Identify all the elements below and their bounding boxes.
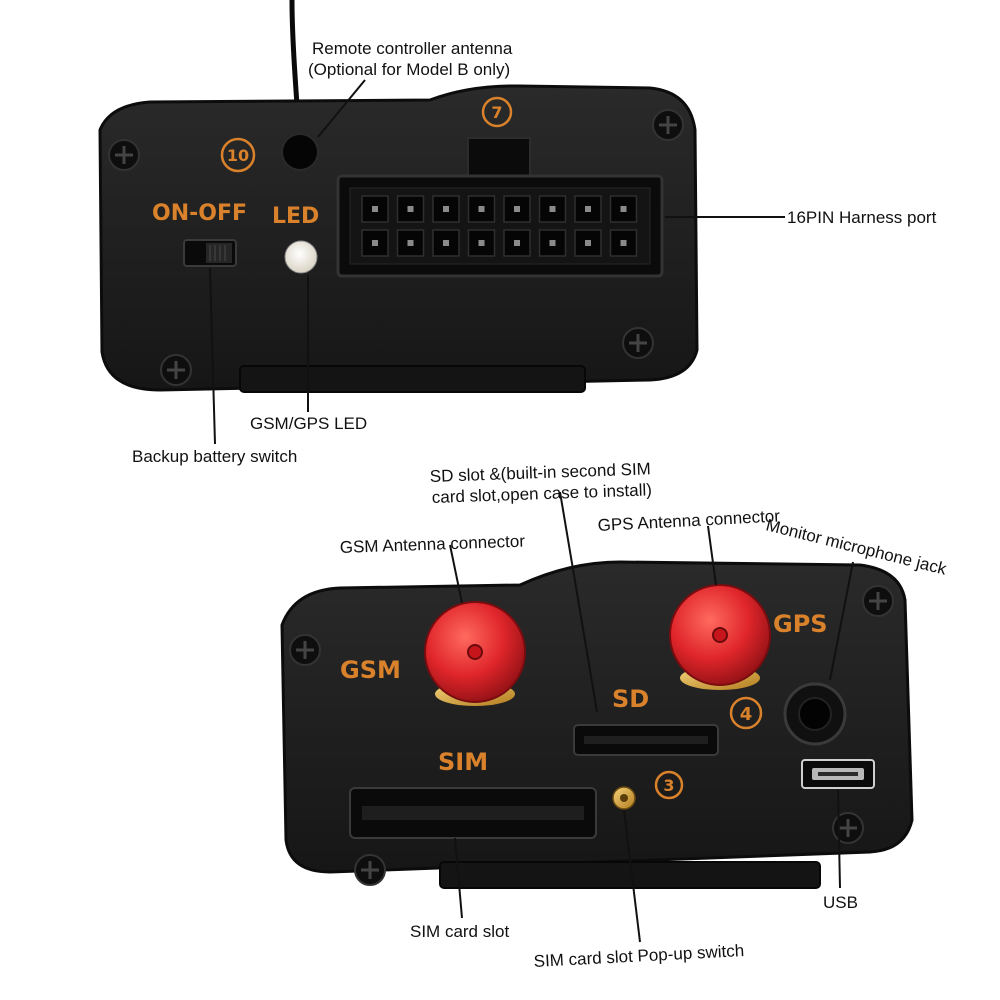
callout-gps-antenna: GPS Antenna connector (597, 506, 780, 535)
harness-pin-contact (514, 206, 520, 212)
top-unit: 10 7 ON-OFF LED (98, 0, 699, 393)
harness-pin-contact (372, 206, 378, 212)
harness-pin-contact (585, 206, 591, 212)
leader-gsm (449, 544, 463, 604)
on-off-label: ON-OFF (152, 201, 247, 226)
screw-icon (354, 854, 386, 886)
screw-icon (160, 354, 192, 386)
callout-gsm-antenna: GSM Antenna connector (339, 532, 525, 557)
screw-icon (862, 585, 894, 617)
callout-antenna-line2: (Optional for Model B only) (308, 60, 510, 79)
callout-sim-popup: SIM card slot Pop-up switch (533, 941, 744, 971)
harness-port[interactable] (336, 137, 664, 278)
callout-harness: 16PIN Harness port (787, 208, 937, 227)
callout-usb: USB (823, 893, 858, 912)
leader-antenna (317, 79, 366, 138)
num-4-label: 4 (740, 704, 753, 725)
leader-battery (209, 267, 216, 445)
sim-slot[interactable] (349, 787, 597, 839)
harness-pin-contact (549, 240, 556, 246)
sd-label: SD (612, 685, 649, 713)
screw-icon (108, 139, 140, 171)
led-label: LED (272, 204, 319, 229)
harness-pin-contact (514, 240, 520, 246)
num-4-circle (729, 696, 763, 730)
harness-pin-contact (478, 206, 485, 212)
harness-pin-contact (620, 240, 627, 246)
harness-pin-contact (443, 206, 449, 212)
gsm-antenna-connector[interactable] (424, 601, 526, 706)
num-7-label: 7 (491, 103, 502, 122)
harness-pin-contact (585, 240, 591, 246)
leader-gps (707, 525, 717, 586)
num-10-label: 10 (227, 146, 249, 165)
gps-label: GPS (773, 610, 828, 638)
sd-slot[interactable] (573, 724, 719, 756)
top-case-lip (239, 365, 586, 393)
harness-pin-contact (443, 240, 449, 246)
num-7-circle (481, 96, 513, 128)
leader-usb (837, 789, 841, 889)
antenna-port (281, 133, 319, 171)
backup-battery-switch[interactable] (183, 239, 237, 267)
leader-sd (559, 491, 598, 713)
harness-pin (467, 195, 496, 223)
num-3-circle (654, 770, 684, 800)
num-3-label: 3 (663, 776, 674, 795)
harness-pin-contact (549, 206, 556, 212)
sim-popup-switch[interactable] (612, 786, 636, 810)
harness-pin-contact (620, 206, 627, 212)
bottom-unit: GSM GPS SD SIM 4 3 (280, 560, 914, 889)
callout-sim-slot: SIM card slot (410, 922, 509, 941)
gsm-label: GSM (340, 656, 401, 684)
gsm-gps-led (284, 240, 318, 274)
screw-icon (832, 812, 864, 844)
microphone-jack[interactable] (783, 682, 847, 746)
leader-sim-popup (623, 809, 641, 943)
screw-icon (622, 327, 654, 359)
top-callouts: Remote controller antenna (Optional for … (132, 39, 937, 466)
callout-antenna-line1: Remote controller antenna (312, 39, 513, 58)
sim-label: SIM (438, 748, 488, 776)
harness-pins (361, 195, 638, 257)
leader-sim-slot (454, 837, 463, 919)
callout-led: GSM/GPS LED (250, 414, 367, 433)
usb-port[interactable] (801, 759, 875, 789)
num-10-circle (220, 137, 256, 173)
callout-battery: Backup battery switch (132, 447, 297, 466)
harness-pin-contact (407, 206, 414, 212)
harness-pin-contact (372, 240, 378, 246)
harness-pin-contact (478, 240, 485, 246)
harness-pin-contact (407, 240, 414, 246)
gps-antenna-connector[interactable] (669, 584, 771, 690)
screw-icon (289, 634, 321, 666)
leader-mic (829, 561, 854, 681)
screw-icon (652, 109, 684, 141)
